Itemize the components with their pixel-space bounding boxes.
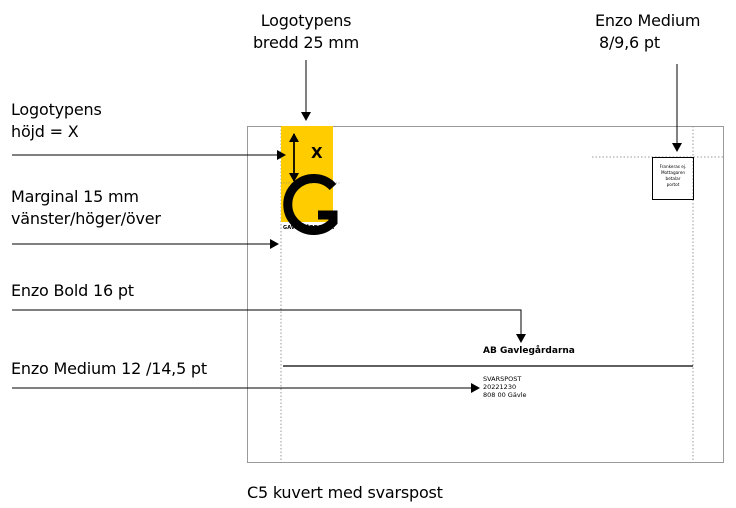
- arrow-font-bold: [12, 309, 526, 343]
- envelope-outline: [247, 126, 724, 463]
- label-margin-line2: vänster/höger/över: [11, 209, 161, 228]
- logo-mark: [281, 126, 340, 235]
- postage-line-1: Frankeras ej.: [659, 164, 687, 169]
- address-line-2: 20221230: [483, 383, 517, 391]
- label-logo-width-line2: bredd 25 mm: [252, 33, 360, 52]
- label-margin: Marginal 15 mm vänster/höger/över: [11, 186, 161, 230]
- label-font-medium-small: Enzo Medium 8/9,6 pt: [595, 10, 701, 54]
- address-line-1: SVARSPOST: [483, 375, 522, 383]
- logo-height-x-label: X: [311, 144, 323, 162]
- label-logo-width-line1: Logotypens: [260, 11, 352, 30]
- postage-line-3: betalar: [665, 176, 681, 181]
- label-font-bold: Enzo Bold 16 pt: [11, 281, 134, 300]
- recipient-address: SVARSPOST 20221230 808 00 Gävle: [483, 375, 526, 399]
- label-font-medium-small-line1: Enzo Medium: [595, 11, 701, 30]
- postage-note-box: Frankeras ej. Mottagaren betalar portot: [652, 157, 694, 200]
- label-logo-height: Logotypens höjd = X: [11, 99, 102, 143]
- label-font-medium-small-line2: 8/9,6 pt: [599, 33, 660, 52]
- label-logo-height-line1: Logotypens: [11, 100, 102, 119]
- address-line-3: 808 00 Gävle: [483, 391, 527, 399]
- caption: C5 kuvert med svarspost: [247, 483, 443, 502]
- logo-wordmark: GAVLEGÅRDARNA: [283, 225, 335, 231]
- label-margin-line1: Marginal 15 mm: [11, 187, 139, 206]
- label-logo-width: Logotypens bredd 25 mm: [238, 10, 374, 54]
- label-font-medium: Enzo Medium 12 /14,5 pt: [11, 359, 207, 378]
- postage-line-4: portot: [666, 182, 680, 187]
- recipient-name: AB Gavlegårdarna: [483, 346, 575, 356]
- postage-line-2: Mottagaren: [660, 170, 686, 175]
- label-logo-height-line2: höjd = X: [11, 122, 79, 141]
